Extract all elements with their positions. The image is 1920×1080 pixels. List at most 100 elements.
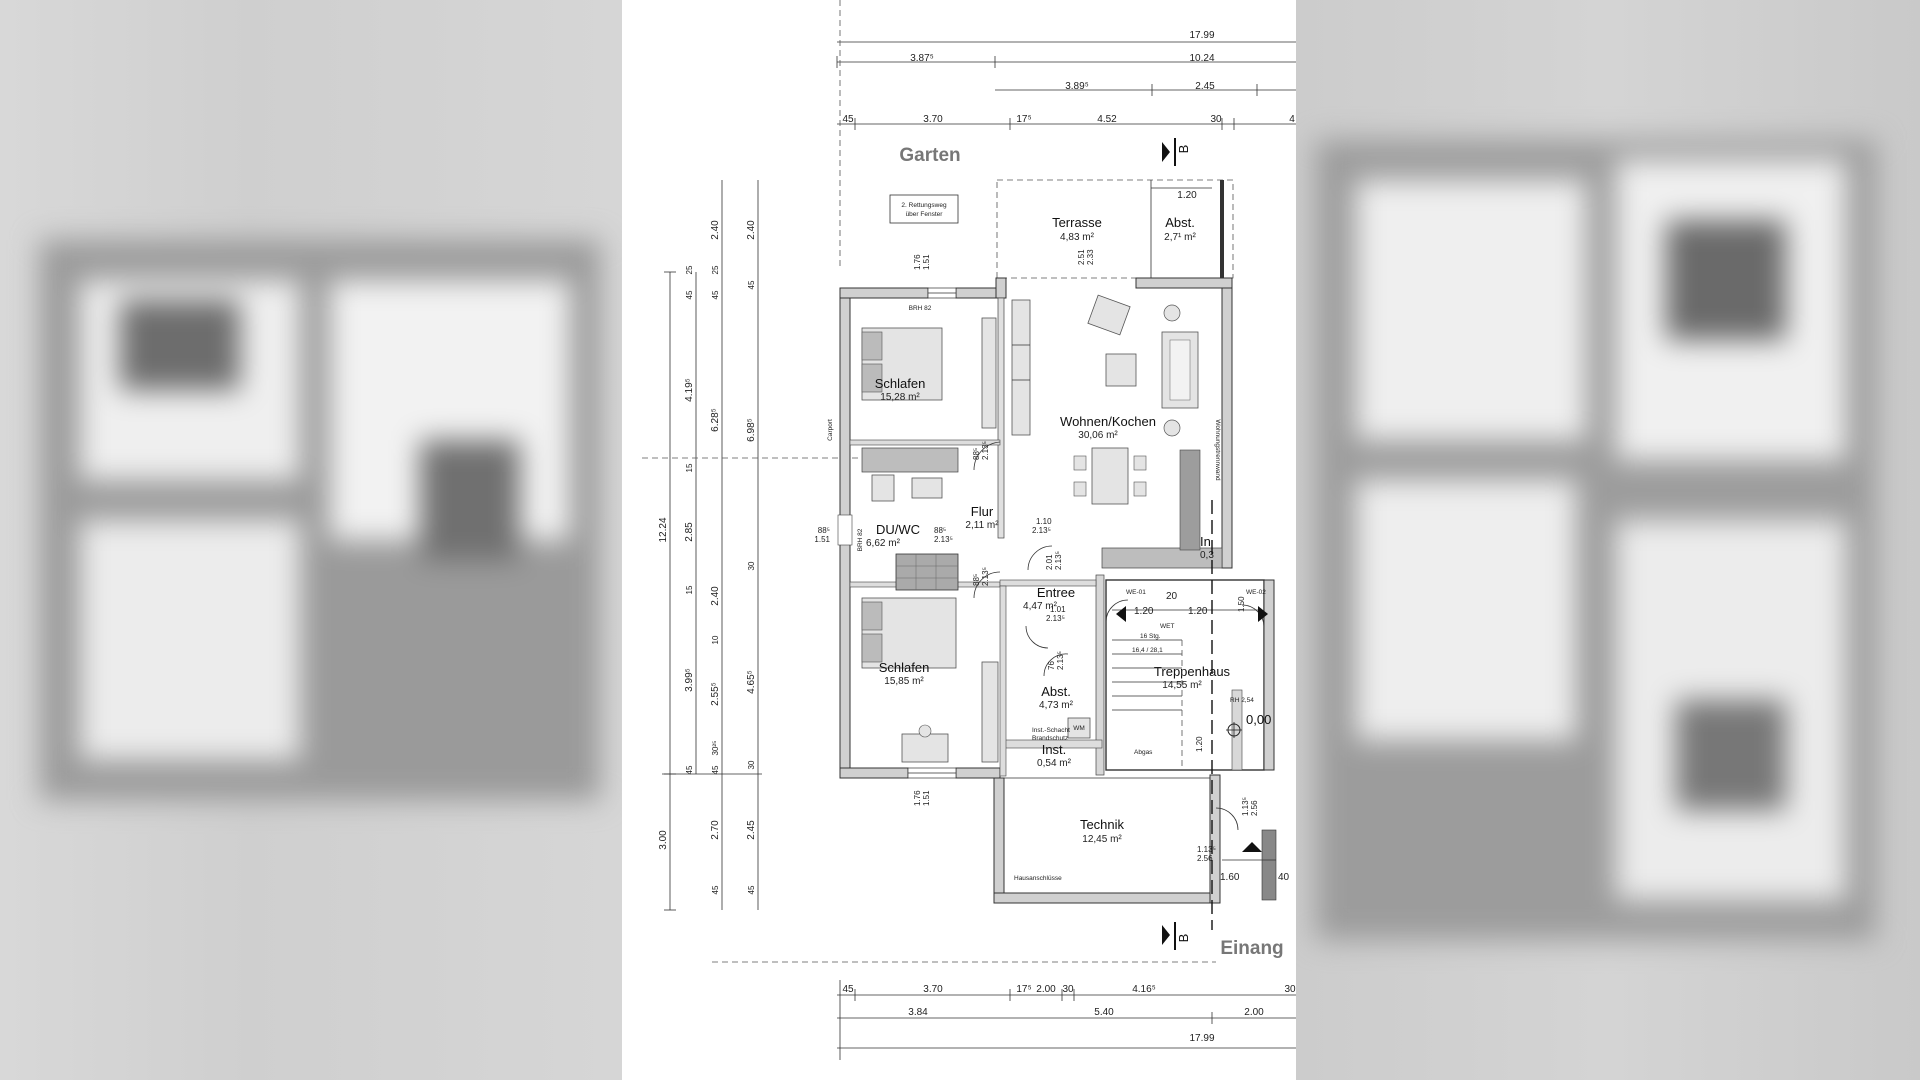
dim-c2-b: 45 <box>685 290 694 299</box>
dim-total-top: 17.99 <box>1189 30 1214 41</box>
dim-c4-h: 45 <box>747 885 756 894</box>
terrace-door-dim-a: 2.51 <box>1077 249 1086 265</box>
dim-top-d: 2.45 <box>1195 81 1215 92</box>
dim-bottom-j: 2.00 <box>1244 1007 1264 1018</box>
section-marker-bottom: B <box>1162 922 1191 950</box>
door7-dim-a: 2.01 <box>1045 554 1054 570</box>
bottom-dimensions: 45 3.70 17⁵ 2.00 30 4.16⁵ 30 3.84 5.40 2… <box>837 980 1296 1060</box>
section-letter-bottom: B <box>1176 934 1191 943</box>
wardrobe-icon <box>981 317 997 429</box>
section-marker-top: B <box>1162 138 1191 166</box>
dim-bottom-b: 3.70 <box>923 984 943 995</box>
dim-top-j: 4 <box>1289 114 1295 125</box>
room-name-abst-entree: Abst. <box>1041 684 1071 699</box>
dim-c4-b: 45 <box>747 280 756 289</box>
shaft-label-2: Brandschutz <box>1032 735 1068 742</box>
dim-top-c: 3.89⁵ <box>1065 81 1089 92</box>
dim-c4-c: 6.98⁵ <box>746 418 757 442</box>
arrow-right-icon <box>1258 606 1268 622</box>
room-name-technik: Technik <box>1080 817 1125 832</box>
stair-dim-150: 1.50 <box>1237 596 1246 612</box>
dim-bottom-a: 45 <box>842 984 854 995</box>
room-name-abst-terrace: Abst. <box>1165 215 1195 230</box>
dim-bottom-i: 5.40 <box>1094 1007 1114 1018</box>
room-area-abst-terrace: 2,7¹ m² <box>1164 232 1196 243</box>
stairwell: WE-01 WE-02 20 1.20 1.20 1.50 1.20 16 St… <box>1112 500 1290 930</box>
dim-c4-e: 4.65⁵ <box>746 670 757 694</box>
terrace-width-dim: 1.20 <box>1177 190 1197 201</box>
door8-dim-a: 1.13⁵ <box>1241 797 1250 816</box>
dim-left-lower: 3.00 <box>658 830 669 850</box>
dim-c2-a: 25 <box>685 265 694 274</box>
dim-c3-k: 45 <box>711 885 720 894</box>
level-label: 0,00 <box>1246 712 1271 727</box>
dim-c3-d: 6.28⁵ <box>710 408 721 432</box>
entrance-label: Einang <box>1220 938 1283 959</box>
dim-bottom-g: 30 <box>1284 984 1296 995</box>
shower-icon <box>895 553 959 591</box>
door1-dim-a: 88⁵ <box>972 448 981 460</box>
room-name-in: In <box>1200 534 1211 549</box>
room-name-terrasse: Terrasse <box>1052 215 1102 230</box>
sink-icon <box>911 477 943 499</box>
dim-top-h: 4.52 <box>1097 114 1117 125</box>
window-bottom-dim-b: 1.51 <box>922 790 931 806</box>
room-name-duwc: DU/WC <box>876 522 920 537</box>
furniture: WM <box>861 294 1243 771</box>
room-area-schlafen-2: 15,85 m² <box>884 676 924 687</box>
dim-top-a: 3.87⁵ <box>910 53 934 64</box>
dim-c4-f: 30 <box>747 760 756 769</box>
stair-dim-120v: 1.20 <box>1195 736 1204 752</box>
stairs-steps-label: 16 Stg. <box>1140 633 1161 640</box>
blurred-backdrop-left <box>0 0 622 1080</box>
dim-c2-d: 15 <box>685 463 694 472</box>
room-area-flur: 2,11 m² <box>965 520 999 531</box>
gas-label: Abgas <box>1134 749 1153 756</box>
dim-c3-j: 2.70 <box>710 820 721 840</box>
dim-c2-h: 45 <box>685 765 694 774</box>
wardrobe-icon <box>981 661 999 763</box>
dim-top-b: 10.24 <box>1189 53 1214 64</box>
blurred-backdrop-right <box>1296 0 1920 1080</box>
wet-label: WET <box>1160 623 1174 630</box>
room-name-flur: Flur <box>971 504 994 519</box>
doors <box>973 441 1265 831</box>
door8-dim-b: 2.56 <box>1250 800 1259 816</box>
desk-icon <box>901 733 949 763</box>
dim-c3-i: 45 <box>711 765 720 774</box>
coffee-table-icon <box>1105 353 1137 387</box>
door5-dim-b: 2.13⁵ <box>1046 614 1065 623</box>
dim-bottom-total: 17.99 <box>1189 1033 1214 1044</box>
stairs-ratio-label: 16,4 / 28,1 <box>1132 647 1163 654</box>
stair-dim-w1: 1.20 <box>1134 606 1154 617</box>
room-area-in: 0,3 <box>1200 550 1214 561</box>
brh-label-top: BRH 82 <box>909 305 932 312</box>
room-name-treppenhaus: Treppenhaus <box>1154 664 1231 679</box>
dim-c2-f: 15 <box>685 585 694 594</box>
door1-dim-b: 2.13⁵ <box>981 441 990 460</box>
garden-label: Garten <box>899 145 960 166</box>
dim-top-e: 45 <box>842 114 854 125</box>
kitchen-counter-icon <box>1011 299 1031 436</box>
room-area-entree: 4,47 m² <box>1023 601 1058 612</box>
room-name-entree: Entree <box>1037 585 1075 600</box>
top-dimensions: 17.99 3.87⁵ 10.24 3.89⁵ 2.45 45 3.70 17⁵… <box>836 0 1296 270</box>
door9-dim-a: 1.13⁵ <box>1197 845 1216 854</box>
dim-bottom-d: 2.00 <box>1036 984 1056 995</box>
landing-dim-160: 1.60 <box>1220 872 1240 883</box>
room-area-duwc: 6,62 m² <box>866 538 901 549</box>
room-name-schlafen-1: Schlafen <box>875 376 926 391</box>
escape-note-line1: 2. Rettungsweg <box>901 202 947 209</box>
toilet-icon <box>871 474 895 502</box>
dim-c2-c: 4.19⁵ <box>684 378 695 402</box>
door2-dim-a: 88⁵ <box>934 526 946 535</box>
dim-c3-a: 2.40 <box>710 220 721 240</box>
brh-label-bath: BRH 82 <box>857 528 864 551</box>
shaft-label-1: Inst.-Schacht <box>1032 727 1070 734</box>
landing-dim-40: 40 <box>1278 872 1290 883</box>
door2-dim-b: 2.13⁵ <box>934 535 953 544</box>
stair-dim-w2: 1.20 <box>1188 606 1208 617</box>
wm-label: WM <box>1073 725 1085 732</box>
terrace: 1.20 Terrasse 4,83 m² Abst. 2,7¹ m² 2.51… <box>996 179 1234 279</box>
dim-c2-e: 2.85 <box>684 522 695 542</box>
